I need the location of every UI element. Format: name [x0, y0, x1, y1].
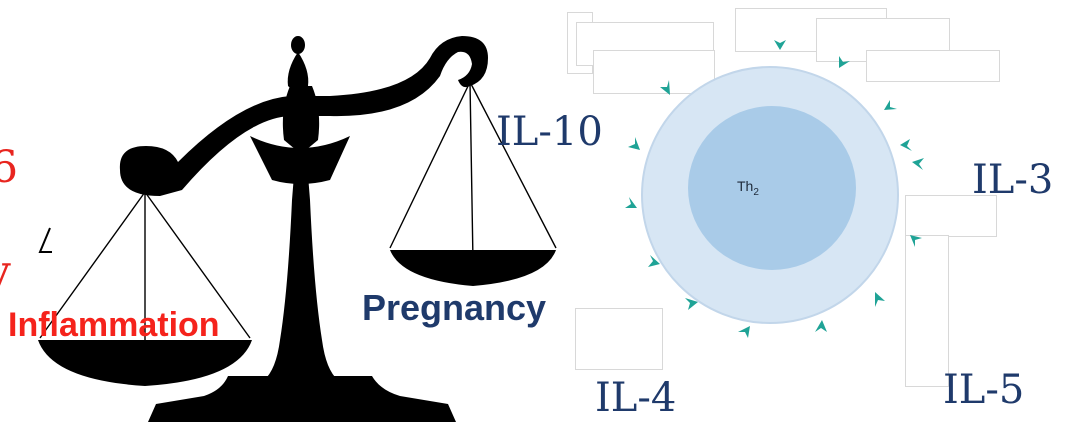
- il5-label: IL-5: [943, 370, 1024, 410]
- inflammation-label: Inflammation: [8, 308, 220, 342]
- il3-label: IL-3: [972, 160, 1053, 200]
- il10-label: IL-10: [496, 112, 603, 152]
- left-fragment-icon: [38, 226, 54, 262]
- th2-cell-icon: [600, 30, 940, 360]
- balance-scale-icon: [0, 0, 600, 422]
- cell-nucleus: [688, 106, 856, 270]
- il4-label: IL-4: [595, 378, 676, 418]
- pregnancy-label: Pregnancy: [362, 290, 546, 326]
- cell-label: Th2: [737, 178, 759, 198]
